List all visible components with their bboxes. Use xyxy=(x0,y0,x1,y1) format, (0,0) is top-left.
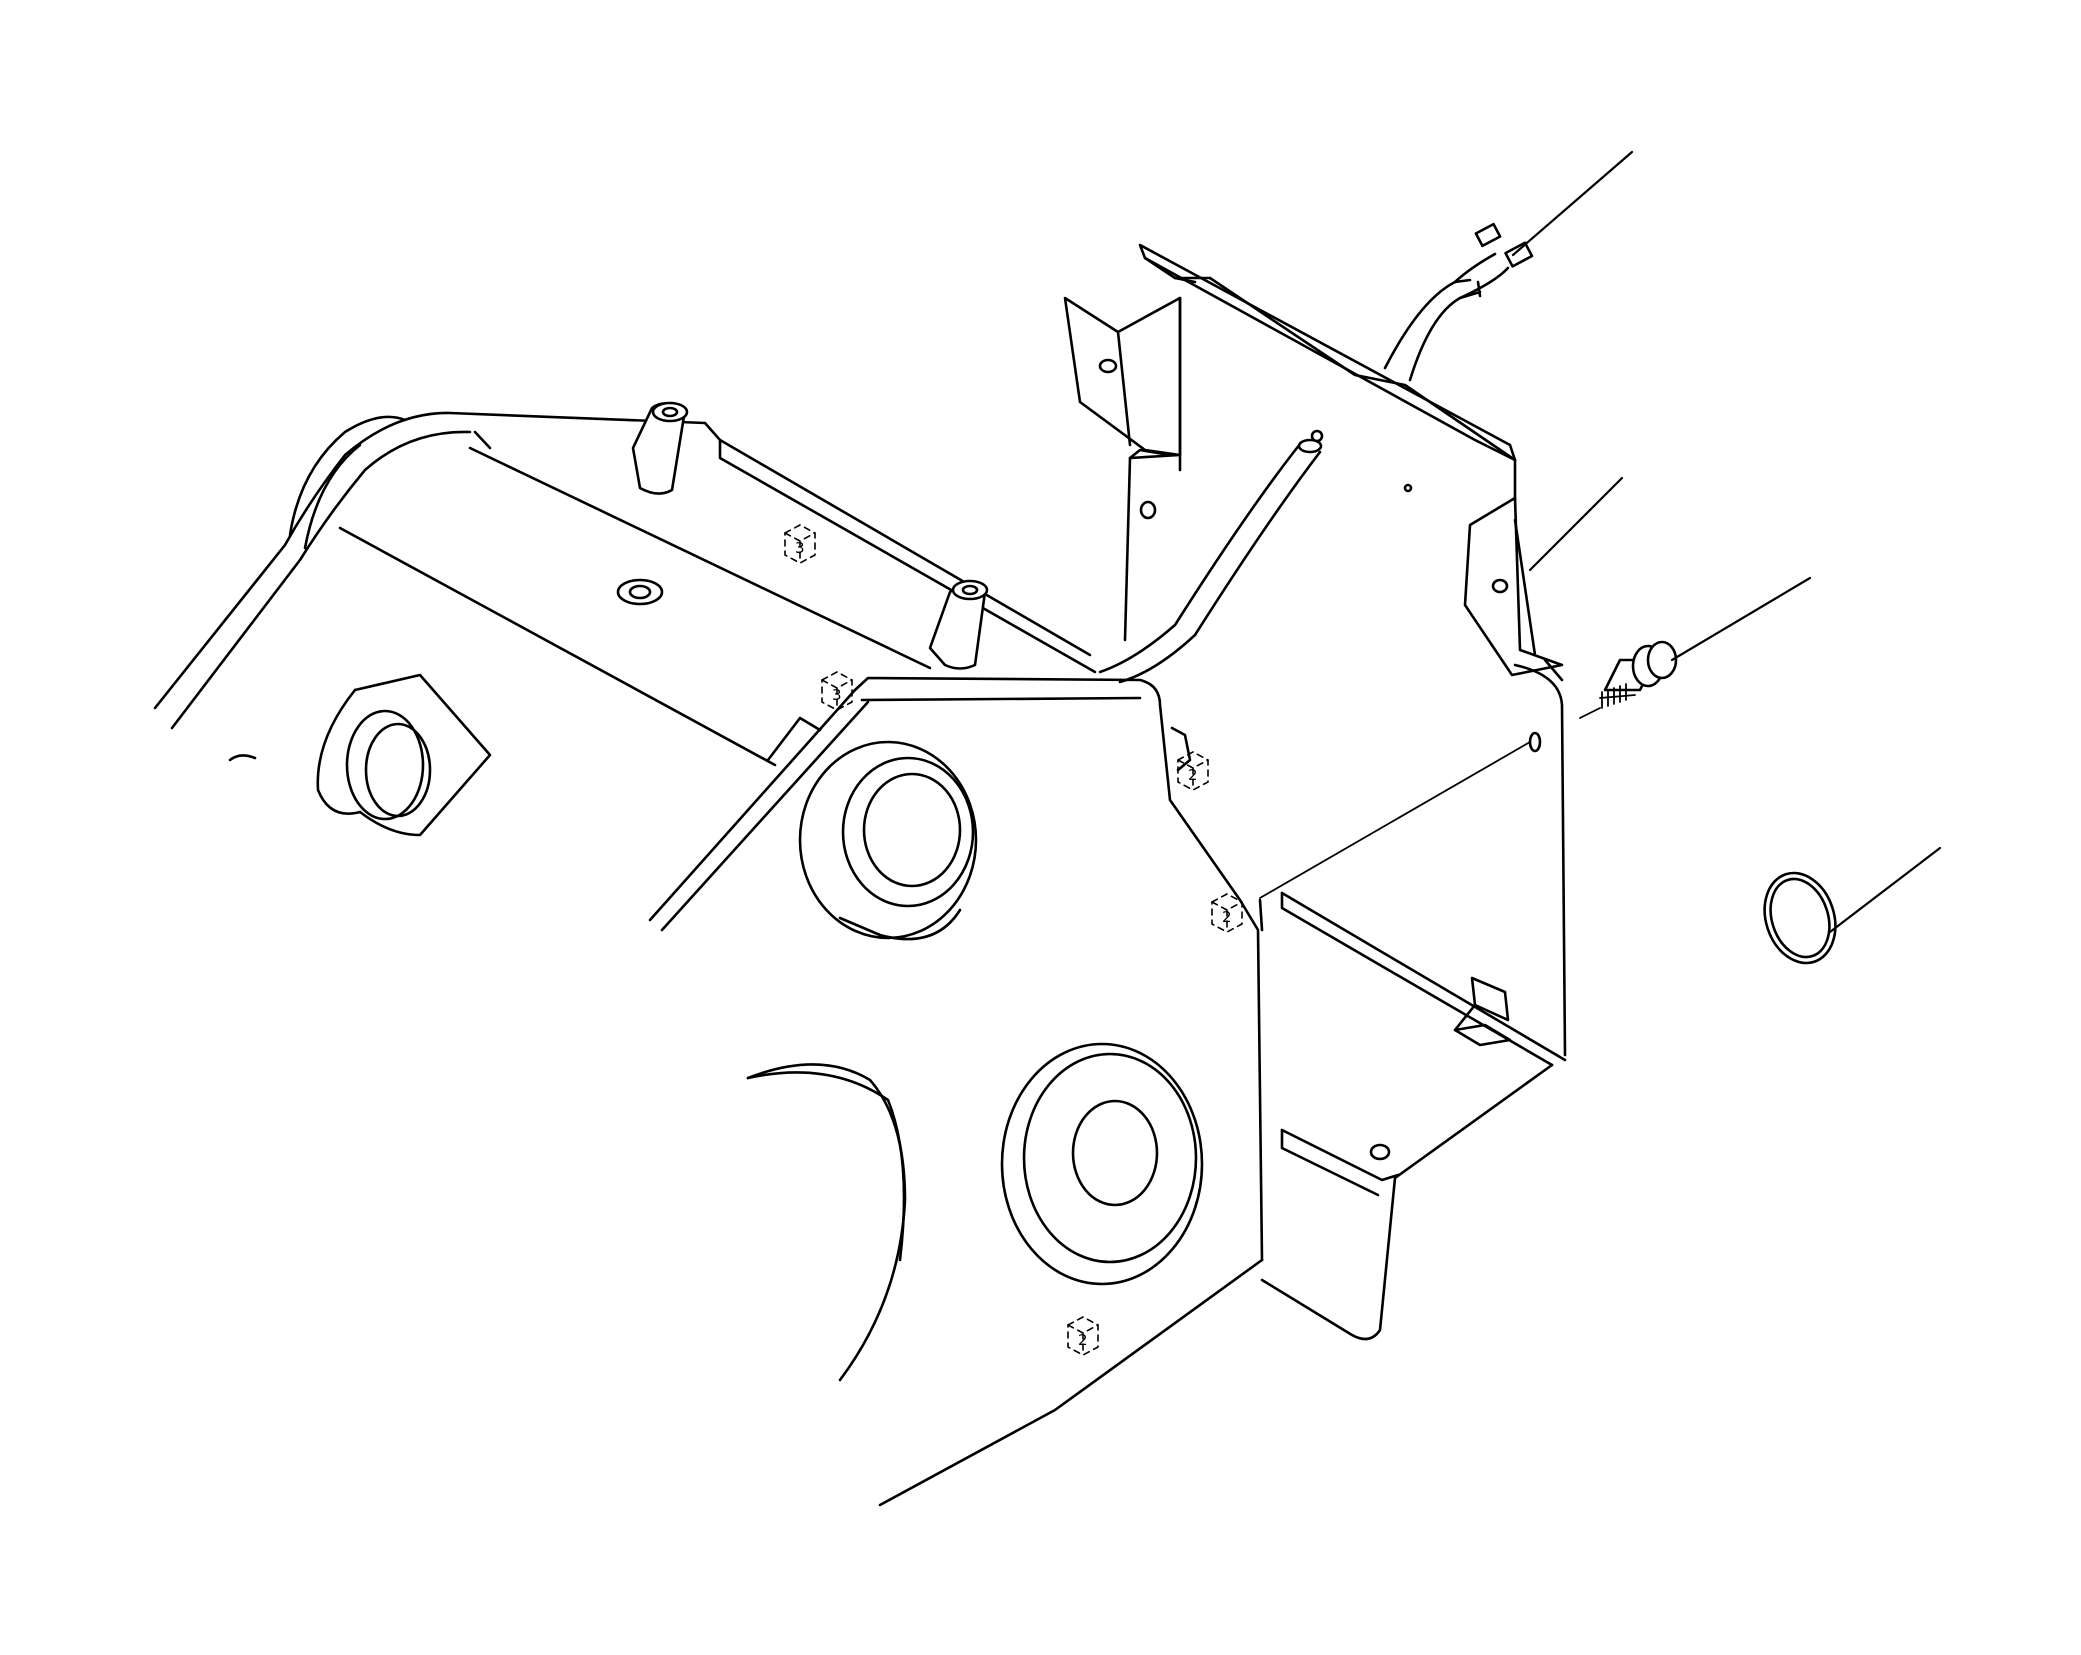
hose xyxy=(1098,438,1323,684)
callout-label: 2 xyxy=(1222,908,1232,926)
mounting-bracket xyxy=(1063,243,1567,1341)
stud-left xyxy=(631,401,689,495)
callout-marker-4: 2 xyxy=(1211,893,1243,933)
callout-marker-3: 2 xyxy=(1177,751,1209,791)
wire-harness xyxy=(1383,222,1534,382)
assembly-lines xyxy=(1259,707,1601,899)
callout-marker-2: 3 xyxy=(821,671,853,711)
callout-label: 3 xyxy=(795,539,805,557)
callout-label: 3 xyxy=(832,686,842,704)
leader-lines xyxy=(1511,150,1942,934)
callout-label: 2 xyxy=(1078,1331,1088,1349)
callout-marker-5: 2 xyxy=(1067,1316,1099,1356)
callout-marker-1: 3 xyxy=(784,524,816,564)
engine-housing xyxy=(153,411,1264,1507)
bolt xyxy=(1599,640,1678,709)
stud-right xyxy=(928,579,989,670)
o-ring xyxy=(1763,871,1837,965)
callout-label: 2 xyxy=(1188,766,1198,784)
